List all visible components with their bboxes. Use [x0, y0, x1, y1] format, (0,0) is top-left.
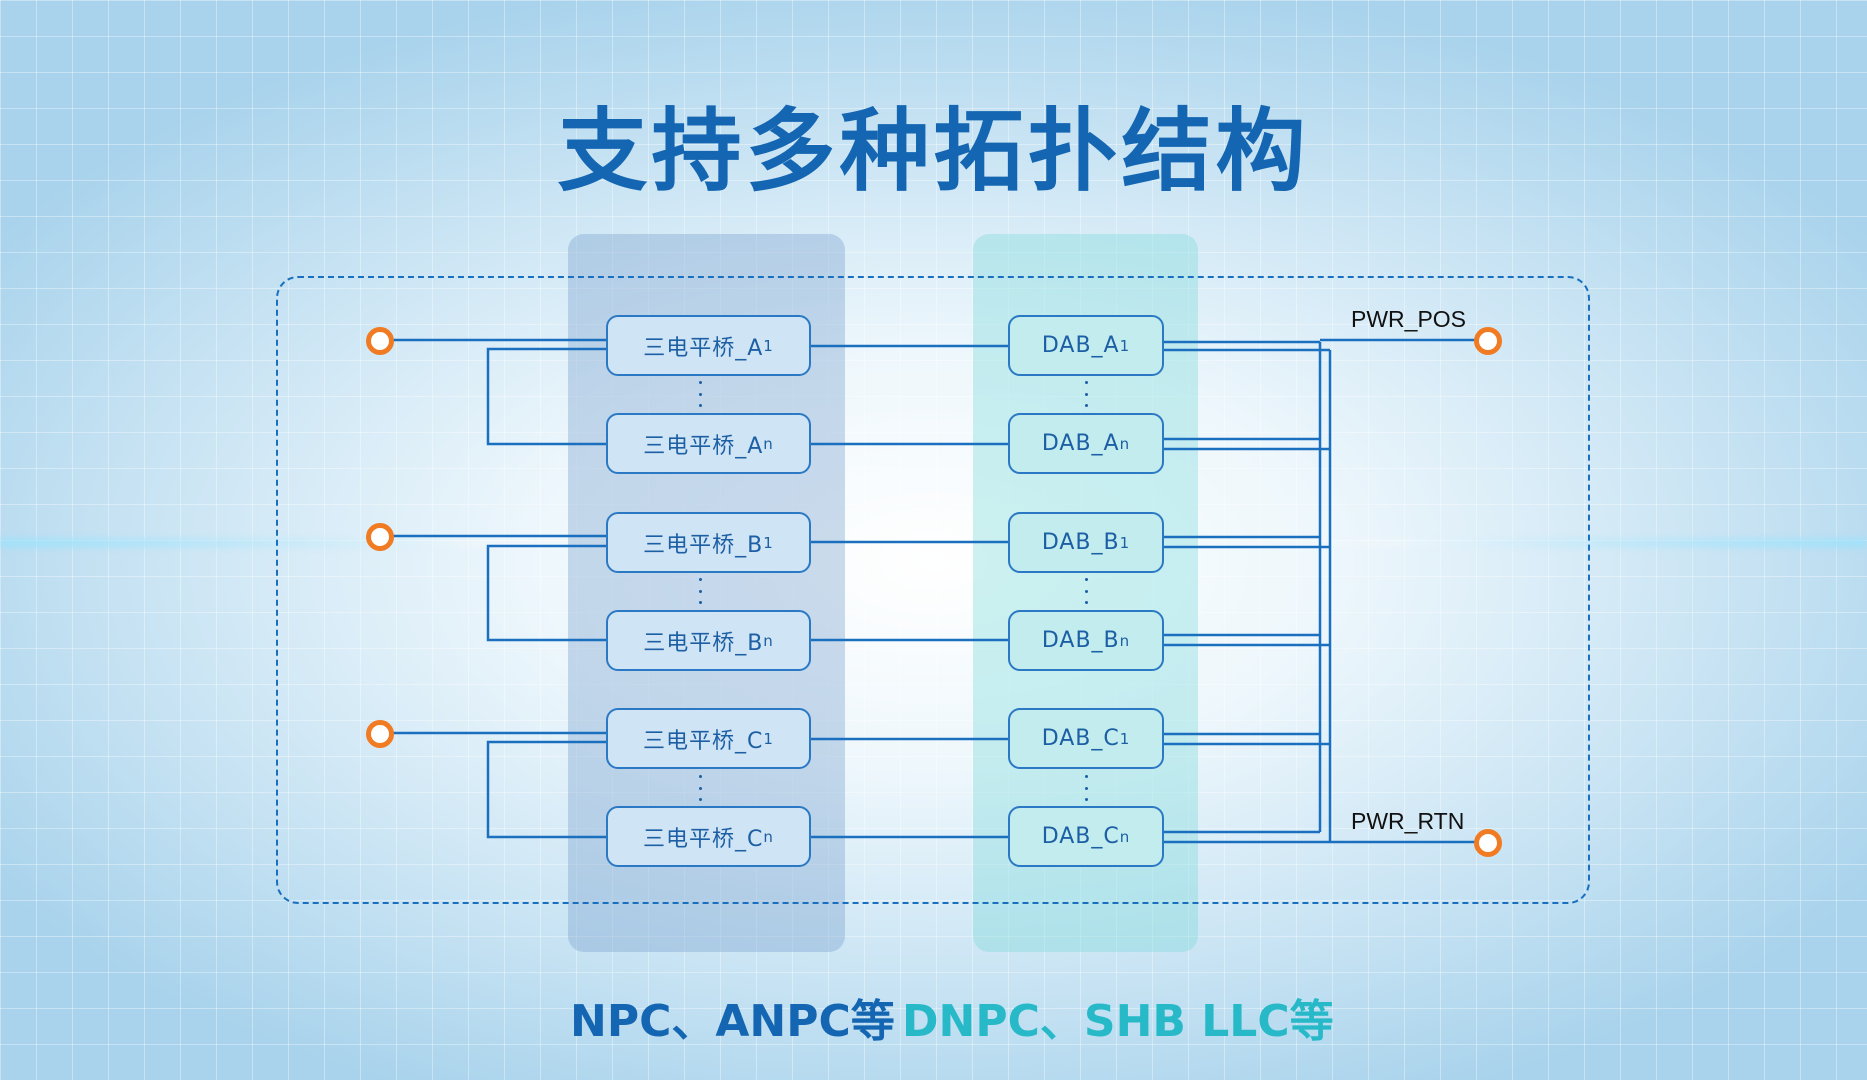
- wire-out-cn: [1164, 830, 1330, 844]
- node-subscript: 1: [1119, 336, 1131, 355]
- wire-out-an: [1164, 437, 1330, 451]
- node-subscript: n: [1119, 827, 1131, 846]
- node-subscript: n: [763, 827, 774, 846]
- node-subscript: 1: [763, 533, 774, 552]
- ellipsis-bridge-c: [694, 775, 706, 801]
- node-label: 三电平桥_B: [643, 532, 764, 558]
- port-label-pwr-rtn: PWR_RTN: [1351, 808, 1465, 834]
- ellipsis-dab-c: [1080, 775, 1092, 801]
- node-label: DAB_C: [1041, 824, 1120, 849]
- wire-bridge-a-loop: [486, 347, 606, 446]
- wire-bridge-c-loop: [486, 740, 606, 839]
- node-label: 三电平桥_A: [643, 433, 764, 459]
- ellipsis-bridge-a: [694, 381, 706, 407]
- terminal-pwr-rtn-icon: [1474, 829, 1502, 857]
- wire-out-b1: [1164, 535, 1330, 549]
- ellipsis-bridge-b: [694, 578, 706, 604]
- wire-out-c1: [1164, 732, 1330, 746]
- node-subscript: 1: [1119, 729, 1131, 748]
- wire-out-bn: [1164, 633, 1330, 647]
- page-title: 支持多种拓扑结构: [557, 99, 1310, 204]
- terminal-input-c-icon: [366, 720, 394, 748]
- ellipsis-dab-b: [1080, 578, 1092, 604]
- node-subscript: n: [763, 631, 774, 650]
- node-label: 三电平桥_C: [643, 826, 764, 852]
- wire-out-a1: [1164, 340, 1330, 352]
- node-subscript: n: [1119, 631, 1131, 650]
- node-label: 三电平桥_A: [643, 335, 764, 361]
- port-label-pwr-pos: PWR_POS: [1351, 306, 1467, 332]
- terminal-pwr-pos-icon: [1474, 327, 1502, 355]
- node-label: DAB_B: [1041, 530, 1120, 555]
- node-subscript: 1: [763, 729, 774, 748]
- footer-dab-topologies: DNPC、SHB LLC等: [902, 996, 1334, 1047]
- terminal-input-a-icon: [366, 327, 394, 355]
- node-label: 三电平桥_C: [643, 728, 764, 754]
- node-subscript: n: [763, 434, 774, 453]
- wire-bridge-b-loop: [486, 544, 606, 642]
- system-boundary-frame: [276, 276, 1590, 904]
- node-label: DAB_A: [1041, 333, 1120, 358]
- node-subscript: n: [1119, 434, 1131, 453]
- node-label: DAB_B: [1041, 628, 1120, 653]
- terminal-input-b-icon: [366, 523, 394, 551]
- node-label: DAB_C: [1041, 726, 1120, 751]
- node-subscript: 1: [763, 336, 774, 355]
- node-label: 三电平桥_B: [643, 630, 764, 656]
- ellipsis-dab-a: [1080, 381, 1092, 407]
- footer-npc-topologies: NPC、ANPC等: [570, 996, 895, 1047]
- node-label: DAB_A: [1041, 431, 1120, 456]
- node-subscript: 1: [1119, 533, 1131, 552]
